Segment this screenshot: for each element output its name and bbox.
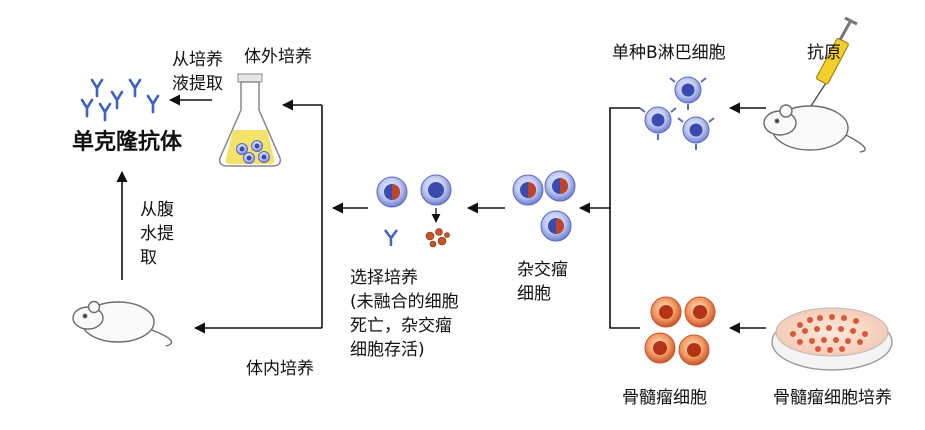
dead-cell-debris-icon — [425, 228, 450, 248]
petri-dish-icon — [771, 307, 893, 371]
b-cell — [639, 106, 677, 140]
myeloma-cell — [644, 332, 676, 364]
antibody-icon — [384, 229, 398, 246]
hybridoma-cell — [512, 174, 544, 206]
arrows — [116, 94, 766, 334]
label-in-vitro-culture: 体外培养 — [244, 47, 312, 67]
label-myeloma-cell: 骨髓瘤细胞 — [622, 388, 707, 408]
surviving-hybridoma-cell — [376, 176, 408, 208]
fusion-bracket — [609, 107, 640, 329]
syringe-icon — [804, 16, 858, 116]
label-myeloma-culture: 骨髓瘤细胞培养 — [773, 388, 892, 408]
b-cell — [669, 76, 707, 110]
hybridoma-cells — [512, 170, 576, 242]
selection-cells — [376, 174, 452, 248]
hybridoma-cell — [544, 170, 576, 202]
label-from-ascites-extract: 从腹 水提 取 — [140, 200, 174, 268]
b-cell — [677, 116, 715, 150]
label-selective-culture: 选择培养 (未融合的细胞 死亡，杂交瘤 细胞存活) — [350, 268, 459, 360]
mouse-host-icon — [72, 300, 173, 347]
dying-cell — [420, 174, 452, 206]
label-in-vivo-culture: 体内培养 — [246, 359, 314, 379]
monoclonal-antibodies-icon — [80, 78, 160, 122]
culture-flask-icon — [218, 73, 282, 167]
label-from-culture-extract: 从培养 液提取 — [172, 50, 223, 94]
myeloma-cell — [678, 334, 710, 366]
myeloma-cell — [650, 296, 682, 328]
myeloma-cells — [644, 296, 716, 366]
myeloma-cell — [684, 296, 716, 328]
b-cells — [639, 76, 715, 150]
label-single-b-cell: 单种B淋巴细胞 — [612, 43, 726, 63]
label-monoclonal-antibody: 单克隆抗体 — [72, 130, 183, 155]
label-antigen: 抗原 — [807, 43, 841, 63]
mouse-donor-icon — [763, 104, 866, 153]
label-hybridoma: 杂交瘤 细胞 — [517, 260, 568, 304]
hybridoma-cell — [540, 210, 572, 242]
